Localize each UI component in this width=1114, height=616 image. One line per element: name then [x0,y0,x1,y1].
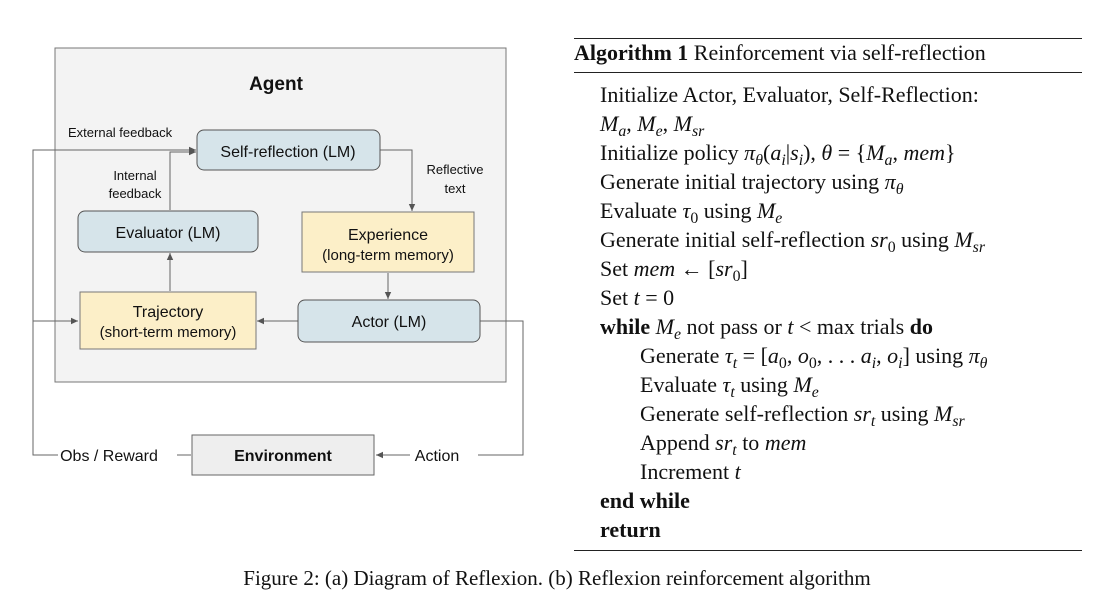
algorithm-block: Algorithm 1 Reinforcement via self-refle… [574,38,1082,554]
trajectory-label-line1: Trajectory [133,304,204,321]
external-feedback-label: External feedback [68,125,173,140]
algo-line-model-symbols: Ma, Me, Msr [600,111,705,140]
algo-line-set-mem: Set mem ← [sr0] [600,256,748,285]
algo-line-increment: Increment t [640,459,741,484]
evaluator-node [77,210,259,253]
algorithm-bottom-rule [574,550,1082,551]
algo-line-evaluate-initial: Evaluate τ0 using Me [600,198,783,227]
experience-node [301,211,475,273]
algo-line-gen-initial-reflection: Generate initial self-reflection sr0 usi… [600,227,985,256]
algo-line-evaluate: Evaluate τt using Me [640,372,819,401]
algo-line-end-while: end while [600,488,690,513]
agent-title: Agent [249,74,304,95]
arrow-action [478,320,524,456]
obs-reward-label: Obs / Reward [60,448,158,465]
algorithm-top-rule [574,38,1082,39]
algo-line-return: return [600,517,661,542]
algo-line-init-components: Initialize Actor, Evaluator, Self-Reflec… [600,82,979,107]
algorithm-title: Algorithm 1 Reinforcement via self-refle… [574,40,986,65]
algo-line-init-policy: Initialize policy πθ(ai|si), θ = {Ma, me… [600,140,956,169]
arrow-evaluator-to-reflection [169,148,196,210]
trajectory-node [79,291,257,350]
internal-feedback-label-line2: feedback [109,186,162,201]
internal-feedback-label-line1: Internal [113,168,156,183]
actor-label: Actor (LM) [352,314,427,331]
self-reflection-node [196,129,381,171]
reflective-text-label-line1: Reflective [426,162,483,177]
figure-caption: Figure 2: (a) Diagram of Reflexion. (b) … [243,566,871,590]
self-reflection-label: Self-reflection (LM) [220,144,355,161]
algo-line-gen-trajectory: Generate initial trajectory using πθ [600,169,904,198]
action-label: Action [415,448,459,465]
algo-line-set-t: Set t = 0 [600,285,675,310]
reflexion-diagram: Agent Self-reflection (LM) Evaluator (LM… [32,47,524,476]
actor-node [297,299,481,343]
algorithm-title-rule [574,72,1082,73]
algo-line-append: Append srt to mem [640,430,807,459]
experience-label-line2: (long-term memory) [322,247,454,264]
environment-node [191,434,375,476]
arrow-reflection-to-experience [380,149,416,211]
trajectory-label-line2: (short-term memory) [100,324,237,341]
experience-label-line1: Experience [348,227,428,244]
arrow-obs-reward [32,146,196,456]
algo-line-generate-trajectory: Generate τt = [a0, o0, . . . ai, oi] usi… [640,343,988,372]
evaluator-label: Evaluator (LM) [116,225,221,242]
reflective-text-label-line2: text [445,181,466,196]
algo-line-while: while Me not pass or t < max trials do [600,314,933,343]
algo-line-gen-reflection: Generate self-reflection srt using Msr [640,401,965,430]
environment-label: Environment [234,448,332,465]
